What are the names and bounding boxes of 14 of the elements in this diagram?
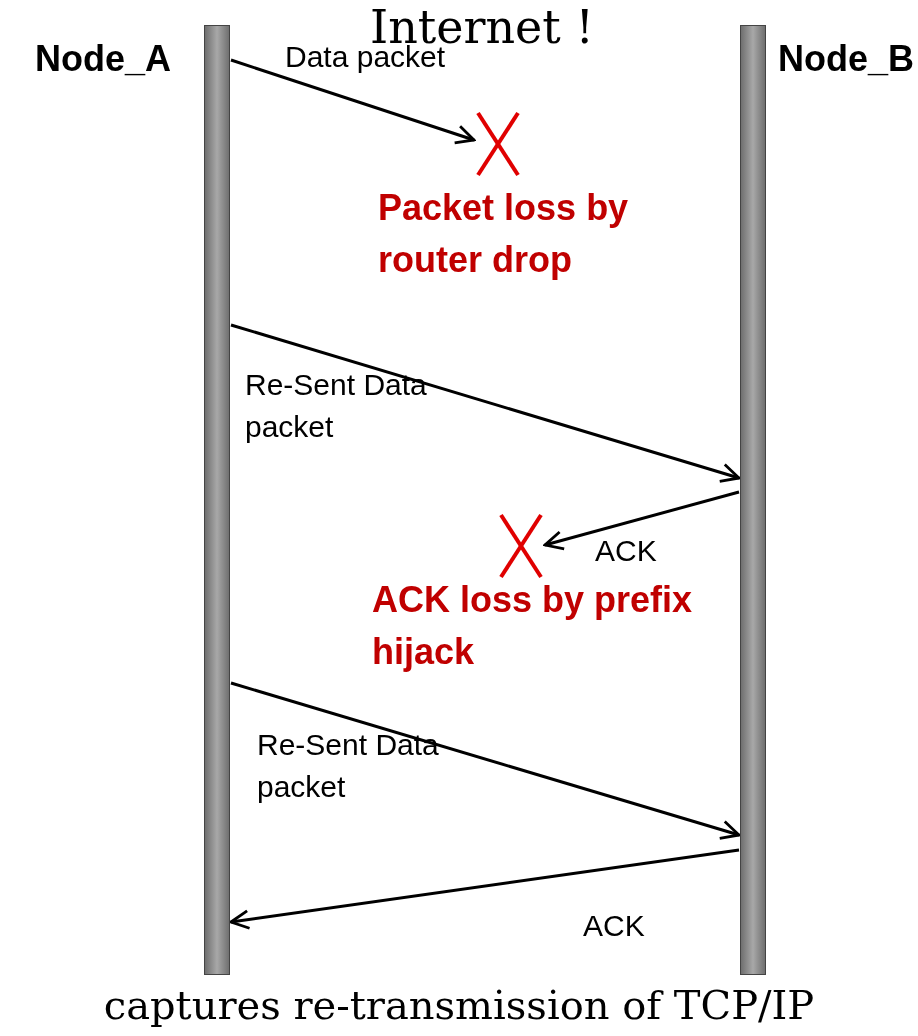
loss-note: Packet loss by router drop — [378, 186, 630, 283]
arrow — [230, 681, 741, 840]
caption: captures re-transmission of TCP/IP — [102, 982, 816, 1028]
arrow — [230, 323, 741, 483]
edge-label: ACK — [595, 533, 658, 569]
lifeline-label: Node_A — [35, 38, 173, 80]
edge-label: ACK — [583, 908, 646, 944]
edge-label: Re-Sent Data packet — [257, 727, 440, 805]
edge-label: Re-Sent Data packet — [245, 367, 428, 445]
arrow — [543, 490, 740, 551]
arrow — [230, 58, 476, 145]
arrow — [229, 848, 740, 930]
lifeline-label: Node_B — [778, 38, 916, 80]
loss-note: ACK loss by prefix hijack — [372, 578, 694, 675]
